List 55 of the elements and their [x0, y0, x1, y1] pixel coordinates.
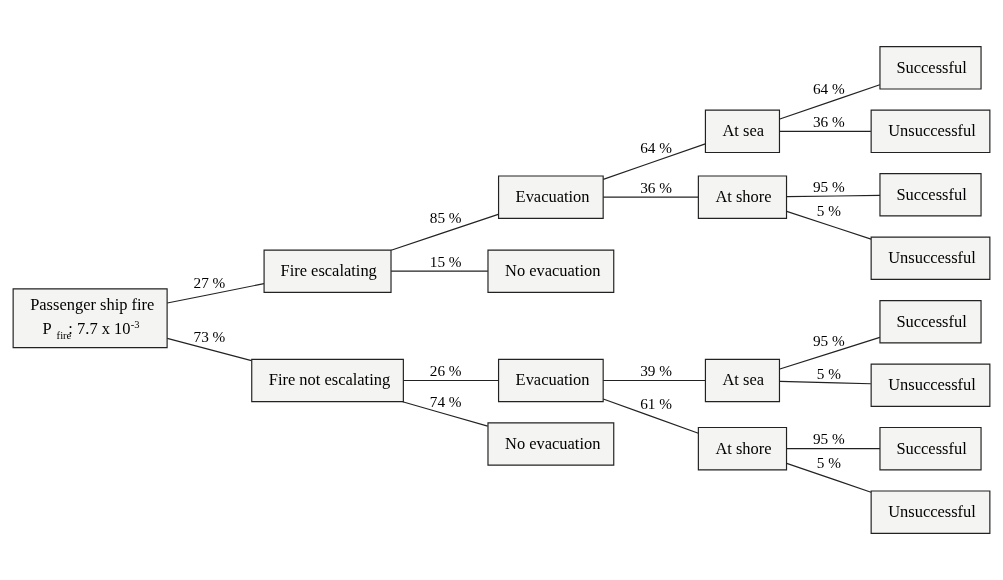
node-box: At shore — [697, 175, 788, 219]
node-box: Fire not escalating — [251, 358, 404, 403]
edge-label: 5 % — [816, 453, 841, 471]
edge-label: 95 % — [812, 430, 845, 448]
connector — [779, 380, 872, 385]
edge-label: 64 % — [640, 138, 672, 156]
edge-label: 5 % — [816, 364, 841, 382]
edge-label: 26 % — [429, 362, 462, 380]
node-box: Successful — [879, 46, 982, 90]
edge-label: 85 % — [429, 209, 462, 227]
connector — [786, 194, 881, 198]
connector — [402, 401, 489, 427]
edge-label: 5 % — [816, 202, 841, 220]
node-box: Successful — [879, 426, 982, 471]
node-box: Unsuccessful — [870, 363, 991, 407]
node-box: Passenger ship fire P $_{fire}$: 7.7 x 10$^{-3}$ — [12, 288, 168, 349]
connector — [786, 448, 881, 450]
node-box: Successful — [879, 173, 982, 217]
connector — [166, 283, 265, 304]
node-box: Successful — [879, 300, 982, 344]
connector — [779, 130, 872, 132]
edge-label: 95 % — [812, 177, 845, 195]
edge-label: 61 % — [640, 395, 672, 413]
connector — [402, 379, 499, 382]
node-box: Unsuccessful — [870, 236, 991, 280]
node-box: At sea — [704, 358, 781, 403]
node-box: No evacuation — [487, 422, 615, 466]
node-box: No evacuation — [487, 249, 615, 293]
connector — [779, 84, 881, 120]
connector — [602, 143, 706, 180]
edge-label: 36 % — [640, 178, 672, 196]
connector — [786, 462, 872, 493]
edge-label: 27 % — [193, 274, 226, 292]
node-box: Unsuccessful — [870, 490, 991, 534]
edge-label: 15 % — [429, 252, 462, 270]
edge-label: 64 % — [812, 80, 845, 98]
connector — [786, 210, 872, 240]
connector — [779, 336, 881, 370]
connector — [602, 196, 699, 198]
node-box: Fire escalating — [263, 249, 392, 293]
edge-label: 74 % — [429, 392, 462, 410]
connector — [390, 213, 499, 251]
edge-label: 95 % — [812, 331, 845, 349]
connector — [602, 398, 699, 434]
edge-label: 73 % — [193, 328, 226, 346]
node-box: At shore — [697, 426, 788, 471]
node-box: At sea — [704, 109, 781, 154]
connector — [390, 270, 489, 272]
connector — [602, 379, 706, 382]
node-box: Evacuation — [497, 358, 604, 403]
edge-label: 39 % — [640, 362, 672, 380]
node-box: Unsuccessful — [870, 109, 991, 154]
connector — [166, 337, 253, 362]
node-box: Evacuation — [497, 175, 604, 219]
edge-label: 36 % — [812, 113, 845, 131]
